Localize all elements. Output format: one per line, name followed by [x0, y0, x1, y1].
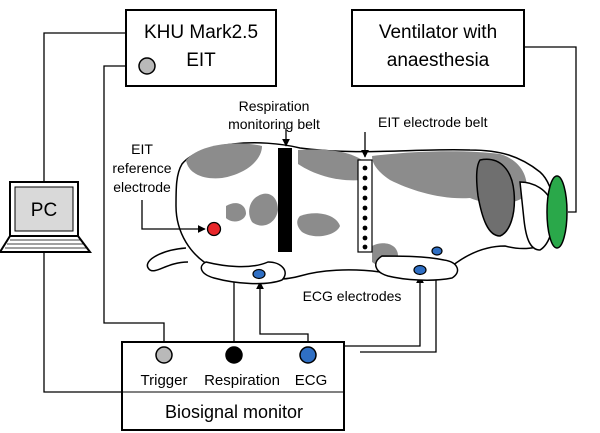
- dog-spot: [297, 213, 340, 237]
- ecg-electrodes-label: ECG electrodes: [303, 288, 402, 304]
- wire-ventilator-mask: [524, 46, 577, 213]
- respiration-port-label: Respiration: [204, 372, 280, 389]
- dog-spot: [249, 193, 278, 226]
- wire-pc-monitor: [43, 248, 122, 393]
- eit-electrode-belt: [357, 159, 373, 253]
- ecg-electrode-rear-upper: [431, 246, 443, 256]
- eit-belt-electrode: [362, 185, 368, 191]
- dog-spot: [186, 143, 262, 179]
- eit-box-title: KHU Mark2.5: [144, 22, 258, 43]
- wire-ecg-rear-b: [360, 259, 440, 353]
- laptop-display: [14, 186, 74, 232]
- reference-electrode: [206, 221, 222, 237]
- ventilator-box: [351, 9, 525, 87]
- eit-belt-electrode: [362, 175, 368, 181]
- arrow-reference: [141, 200, 206, 233]
- pc-label: PC: [31, 200, 57, 221]
- ref-electrode-label-line1: EIT: [131, 141, 153, 157]
- ecg-electrode-front: [252, 268, 266, 280]
- ventilator-device: Ventilator with anaesthesia: [351, 9, 525, 87]
- wire-eit-trigger: [103, 65, 165, 348]
- wire-ecg-rear-a: [308, 275, 424, 347]
- ref-electrode-label-line2: reference: [112, 160, 171, 176]
- dog-front-leg: [200, 261, 286, 285]
- ventilator-title: Ventilator with: [379, 22, 497, 43]
- respiration-belt: [278, 148, 292, 252]
- eit-belt-electrode: [362, 165, 368, 171]
- eit-box-subtitle: EIT: [186, 50, 216, 71]
- eit-belt-electrode: [362, 205, 368, 211]
- eit-belt-label: EIT electrode belt: [378, 114, 488, 130]
- dog-spot: [298, 149, 362, 181]
- ventilator-subtitle: anaesthesia: [387, 50, 490, 71]
- biosignal-monitor: Trigger Respiration ECG Biosignal monito…: [121, 341, 345, 431]
- ecg-electrode-rear: [413, 264, 427, 276]
- resp-belt-label-line1: Respiration: [239, 98, 310, 114]
- monitor-title: Biosignal monitor: [165, 402, 303, 422]
- dog-illustration: [146, 142, 555, 285]
- eit-device: KHU Mark2.5 EIT: [125, 9, 277, 87]
- eit-belt-electrode: [362, 215, 368, 221]
- eit-belt-electrode: [362, 195, 368, 201]
- wire-ecg-front: [256, 281, 309, 348]
- wire-pc-eit: [43, 32, 126, 184]
- eit-belt-electrode: [362, 225, 368, 231]
- pointer-arrows: [141, 128, 369, 233]
- diagram-labels: Respiration monitoring belt EIT electrod…: [112, 98, 487, 304]
- respiration-port: [225, 346, 243, 364]
- dog-tail: [146, 247, 189, 272]
- eit-belt-electrode: [362, 235, 368, 241]
- ecg-port-label: ECG: [295, 372, 328, 389]
- trigger-port: [155, 346, 173, 364]
- eit-belt-electrode: [362, 244, 368, 250]
- ref-electrode-label-line3: electrode: [113, 179, 171, 195]
- resp-belt-label-line2: monitoring belt: [228, 116, 320, 132]
- trigger-port-label: Trigger: [141, 372, 188, 389]
- ecg-port: [299, 346, 317, 364]
- pc-laptop: PC: [0, 181, 92, 253]
- anaesthesia-mask: [546, 175, 568, 249]
- dog-ear: [475, 158, 516, 237]
- eit-trigger-port: [138, 57, 156, 75]
- dog-spot: [226, 203, 246, 222]
